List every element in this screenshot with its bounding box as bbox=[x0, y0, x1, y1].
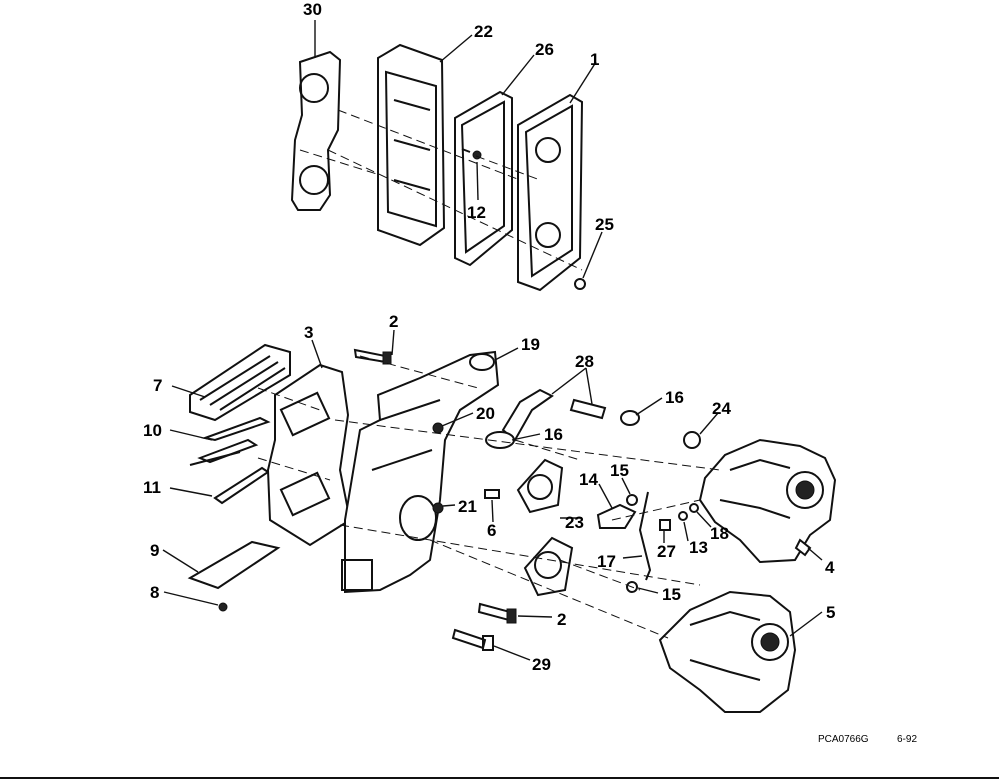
callout-13: 13 bbox=[689, 538, 708, 557]
part-23-gaskets bbox=[516, 458, 574, 597]
callout-12: 12 bbox=[467, 203, 486, 222]
part-24-plug bbox=[683, 431, 701, 449]
callout-29: 29 bbox=[532, 655, 551, 674]
callout-2-lower: 2 bbox=[557, 610, 566, 629]
callout-7: 7 bbox=[153, 376, 162, 395]
callout-14: 14 bbox=[579, 470, 598, 489]
callout-11: 11 bbox=[143, 478, 161, 497]
part-15-cap-lower bbox=[626, 581, 638, 593]
callout-16-left: 16 bbox=[544, 425, 563, 444]
callout-15-lower: 15 bbox=[662, 585, 681, 604]
callout-26: 26 bbox=[535, 40, 554, 59]
callout-15-upper: 15 bbox=[610, 461, 629, 480]
part-5-lower-carburetor bbox=[658, 590, 797, 713]
part-26-gasket bbox=[454, 90, 513, 267]
part-15-cap-upper bbox=[626, 494, 638, 506]
part-6-screw bbox=[484, 489, 500, 499]
callout-2-upper: 2 bbox=[389, 312, 398, 331]
part-21-screw bbox=[432, 502, 444, 514]
part-27-screw bbox=[659, 519, 671, 531]
callout-17: 17 bbox=[597, 552, 616, 571]
callout-10: 10 bbox=[143, 421, 162, 440]
leader-lines bbox=[162, 20, 823, 661]
part-3-gasket bbox=[266, 363, 352, 547]
part-7-reed-block bbox=[189, 343, 291, 422]
callout-1: 1 bbox=[590, 50, 599, 69]
part-4-upper-carburetor bbox=[698, 438, 837, 564]
part-20-screw bbox=[432, 422, 444, 434]
drawing-date: 6-92 bbox=[897, 734, 917, 745]
callout-5: 5 bbox=[826, 603, 835, 622]
callout-23: 23 bbox=[565, 513, 584, 532]
callout-27: 27 bbox=[657, 542, 676, 561]
part-17-link-rod bbox=[638, 491, 652, 581]
callout-4: 4 bbox=[825, 558, 835, 577]
callout-20: 20 bbox=[476, 404, 495, 423]
part-9-plate bbox=[187, 540, 281, 590]
part-30-gasket bbox=[290, 50, 342, 211]
callout-9: 9 bbox=[150, 541, 159, 560]
callout-28: 28 bbox=[575, 352, 594, 371]
part-1-silencer-cover bbox=[517, 93, 584, 292]
callout-3: 3 bbox=[304, 323, 313, 342]
part-16-clamp-right bbox=[620, 410, 640, 426]
part-19-intake-manifold bbox=[341, 350, 500, 594]
part-14-bracket bbox=[596, 503, 637, 529]
part-29-screw bbox=[451, 628, 494, 651]
callout-19: 19 bbox=[521, 335, 540, 354]
part-2-screw-lower bbox=[477, 602, 517, 624]
part-8-screw bbox=[218, 602, 228, 612]
lower-alignment-lines bbox=[257, 355, 721, 639]
callout-numbers: 30 22 26 1 12 25 2 3 19 28 7 16 24 10 20… bbox=[143, 0, 835, 674]
callout-8: 8 bbox=[150, 583, 159, 602]
part-22-silencer-base bbox=[377, 43, 446, 247]
callout-25: 25 bbox=[595, 215, 614, 234]
drawing-code: PCA0766G bbox=[818, 734, 869, 745]
callout-16-right: 16 bbox=[665, 388, 684, 407]
part-11-reed-stop bbox=[213, 466, 270, 505]
callout-30: 30 bbox=[303, 0, 322, 19]
upper-alignment-lines bbox=[299, 109, 583, 271]
part-25-washer bbox=[574, 278, 586, 290]
callout-24: 24 bbox=[712, 399, 731, 418]
part-18-washer bbox=[689, 503, 699, 513]
callout-22: 22 bbox=[474, 22, 493, 41]
part-10-reed-petals bbox=[189, 416, 271, 466]
part-2-screw-upper bbox=[353, 348, 392, 365]
part-13-washer bbox=[678, 511, 688, 521]
callout-6: 6 bbox=[487, 521, 496, 540]
callout-18: 18 bbox=[710, 524, 729, 543]
callout-21: 21 bbox=[458, 497, 477, 516]
